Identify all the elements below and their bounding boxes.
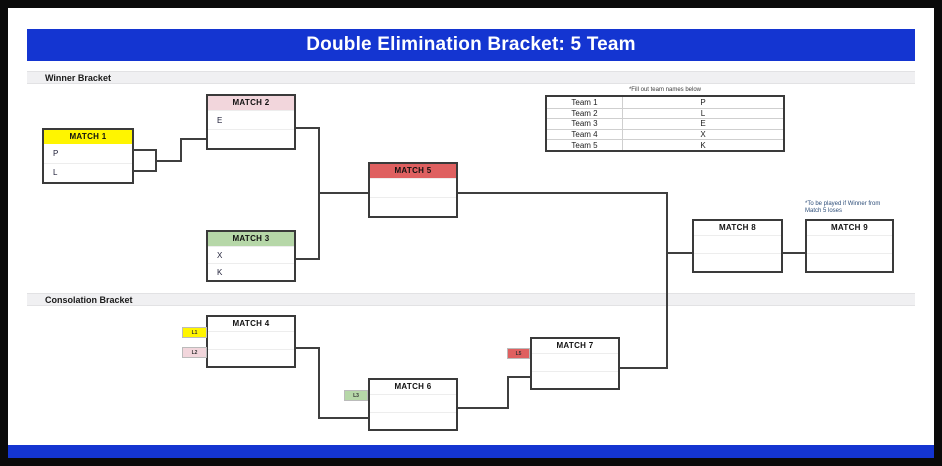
- connector-line: [507, 376, 509, 409]
- match-7-slot-2[interactable]: [532, 370, 618, 389]
- match-5-slot-1[interactable]: [370, 178, 456, 197]
- team-table-note: *Fill out team names below: [628, 87, 702, 93]
- match-3-box: MATCH 3 X K: [206, 230, 296, 282]
- team-label: Team 1: [571, 97, 598, 107]
- match-8-header: MATCH 8: [694, 221, 781, 235]
- loser-tag-l3: L3: [344, 390, 368, 401]
- connector-line: [666, 192, 668, 369]
- match-7-box: MATCH 7: [530, 337, 620, 390]
- loser-tag-l5: L5: [507, 348, 530, 359]
- loser-tag-l2: L2: [182, 347, 207, 358]
- match-5-box: MATCH 5: [368, 162, 458, 218]
- connector-line: [318, 347, 320, 419]
- connector-line: [296, 258, 320, 260]
- consolation-bracket-label: Consolation Bracket: [45, 294, 133, 305]
- match-6-slot-2[interactable]: [370, 411, 456, 430]
- match-9-slot-2[interactable]: [807, 253, 892, 271]
- match-4-box: MATCH 4: [206, 315, 296, 368]
- match-7-slot-1[interactable]: [532, 353, 618, 371]
- connector-line: [318, 127, 320, 260]
- match-2-slot-2[interactable]: [208, 129, 294, 148]
- connector-line: [318, 417, 368, 419]
- match-4-slot-2[interactable]: [208, 348, 294, 367]
- match-5-header: MATCH 5: [370, 164, 456, 178]
- connector-line: [180, 138, 182, 162]
- match-1-slot-1[interactable]: P: [53, 148, 59, 158]
- connector-line: [620, 367, 668, 369]
- match-1-header: MATCH 1: [44, 130, 132, 144]
- match-3-slot-1[interactable]: X: [208, 246, 294, 263]
- match-3-slot-2[interactable]: K: [208, 263, 294, 280]
- winner-bracket-band: Winner Bracket: [27, 71, 915, 84]
- match-8-box: MATCH 8: [692, 219, 783, 273]
- match-2-header: MATCH 2: [208, 96, 294, 110]
- connector-line: [783, 252, 805, 254]
- loser-tag-l1: L1: [182, 327, 207, 338]
- match-2-slot-1[interactable]: E: [208, 110, 294, 129]
- match-8-slot-1[interactable]: [694, 235, 781, 253]
- title-bar: Double Elimination Bracket: 5 Team: [27, 29, 915, 61]
- team-label: Team 5: [547, 139, 622, 150]
- connector-line: [507, 376, 530, 378]
- match-5-slot-2[interactable]: [370, 197, 456, 216]
- match-7-header: MATCH 7: [532, 339, 618, 353]
- team-label: Team 2: [547, 107, 622, 119]
- connector-line: [133, 170, 157, 172]
- connector-line: [320, 192, 368, 194]
- match-9-header: MATCH 9: [807, 221, 892, 235]
- team-table: Team 1 P Team 2 L Team 3 E Team 4 X Team…: [545, 95, 785, 152]
- match-2-box: MATCH 2 E: [206, 94, 296, 150]
- match-6-slot-1[interactable]: [370, 394, 456, 412]
- team-name-cell[interactable]: P: [622, 97, 783, 108]
- match-9-slot-1[interactable]: [807, 235, 892, 253]
- match-1-slot-2[interactable]: L: [44, 162, 132, 183]
- team-label: Team 3: [547, 118, 622, 129]
- match-8-slot-2[interactable]: [694, 253, 781, 271]
- bracket-page: Double Elimination Bracket: 5 Team Winne…: [8, 8, 934, 445]
- connector-line: [155, 160, 182, 162]
- connector-line: [458, 407, 509, 409]
- connector-line: [458, 192, 668, 194]
- team-label: Team 4: [547, 128, 622, 140]
- match-4-header: MATCH 4: [208, 317, 294, 331]
- match-1-box: MATCH 1 P L: [42, 128, 134, 184]
- connector-line: [133, 149, 157, 151]
- consolation-bracket-band: Consolation Bracket: [27, 293, 915, 306]
- winner-bracket-label: Winner Bracket: [45, 72, 111, 83]
- connector-line: [296, 127, 320, 129]
- page-title: Double Elimination Bracket: 5 Team: [306, 34, 636, 55]
- team-name-cell[interactable]: K: [622, 139, 783, 150]
- match-9-note: *To be played if Winner from Match 5 los…: [805, 201, 881, 214]
- connector-line: [668, 252, 692, 254]
- team-name-cell[interactable]: X: [622, 128, 783, 140]
- connector-line: [180, 138, 206, 140]
- footer-bar: [8, 445, 934, 458]
- match-6-box: MATCH 6: [368, 378, 458, 431]
- match-4-slot-1[interactable]: [208, 331, 294, 349]
- match-3-header: MATCH 3: [208, 232, 294, 246]
- match-9-box: MATCH 9: [805, 219, 894, 273]
- match-6-header: MATCH 6: [370, 380, 456, 394]
- team-name-cell[interactable]: L: [622, 107, 783, 119]
- team-name-cell[interactable]: E: [622, 118, 783, 129]
- connector-line: [296, 347, 320, 349]
